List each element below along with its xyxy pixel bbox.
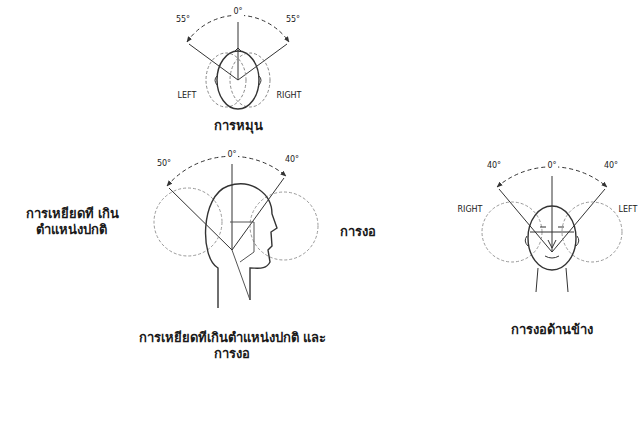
angle-label: 40°	[272, 155, 312, 165]
label-text: RIGHT	[456, 205, 483, 214]
motion-caption: การเหยียดทีเกินตำแหน่งปกติ และการงอ	[127, 330, 337, 363]
angle-label: 0°	[537, 161, 567, 171]
lateral-flexion-figure	[482, 167, 622, 292]
angle-label: 50°	[144, 159, 184, 169]
label-text: 0°	[546, 161, 557, 170]
label-text: การหมุน	[213, 118, 264, 133]
label-text: 40°	[603, 161, 619, 170]
rotation-figure	[187, 15, 289, 109]
side-label: LEFT	[169, 91, 205, 101]
angle-label: 0°	[217, 150, 247, 160]
side-label: RIGHT	[269, 91, 309, 101]
motion-caption: การงอด้านข้าง	[482, 322, 622, 338]
motion-caption: การหมุน	[188, 118, 288, 134]
motion-label: การงอ	[328, 224, 388, 240]
label-text: 0°	[226, 150, 237, 159]
label-text: 0°	[232, 7, 243, 16]
label-text: การเหยียดทีเกินตำแหน่งปกติ และการงอ	[138, 330, 327, 361]
label-text: RIGHT	[275, 91, 302, 100]
side-label: RIGHT	[448, 205, 492, 215]
label-text: 40°	[486, 161, 502, 170]
side-label: LEFT	[616, 205, 640, 215]
motion-label: การเหยียดที เกินตำแหน่งปกติ	[14, 206, 130, 239]
label-text: LEFT	[177, 91, 198, 100]
angle-label: 55°	[163, 15, 203, 25]
label-text: 55°	[175, 15, 191, 24]
label-text: 40°	[284, 155, 300, 164]
angle-label: 55°	[273, 15, 313, 25]
angle-label: 40°	[474, 161, 514, 171]
label-text: การงอด้านข้าง	[510, 322, 594, 337]
label-text: 50°	[156, 159, 172, 168]
flexion-extension-figure	[154, 156, 318, 308]
label-text: การเหยียดที เกินตำแหน่งปกติ	[25, 206, 120, 237]
angle-label: 40°	[591, 161, 631, 171]
angle-label: 0°	[223, 7, 253, 17]
label-text: การงอ	[339, 224, 377, 239]
label-text: LEFT	[618, 205, 639, 214]
label-text: 55°	[285, 15, 301, 24]
